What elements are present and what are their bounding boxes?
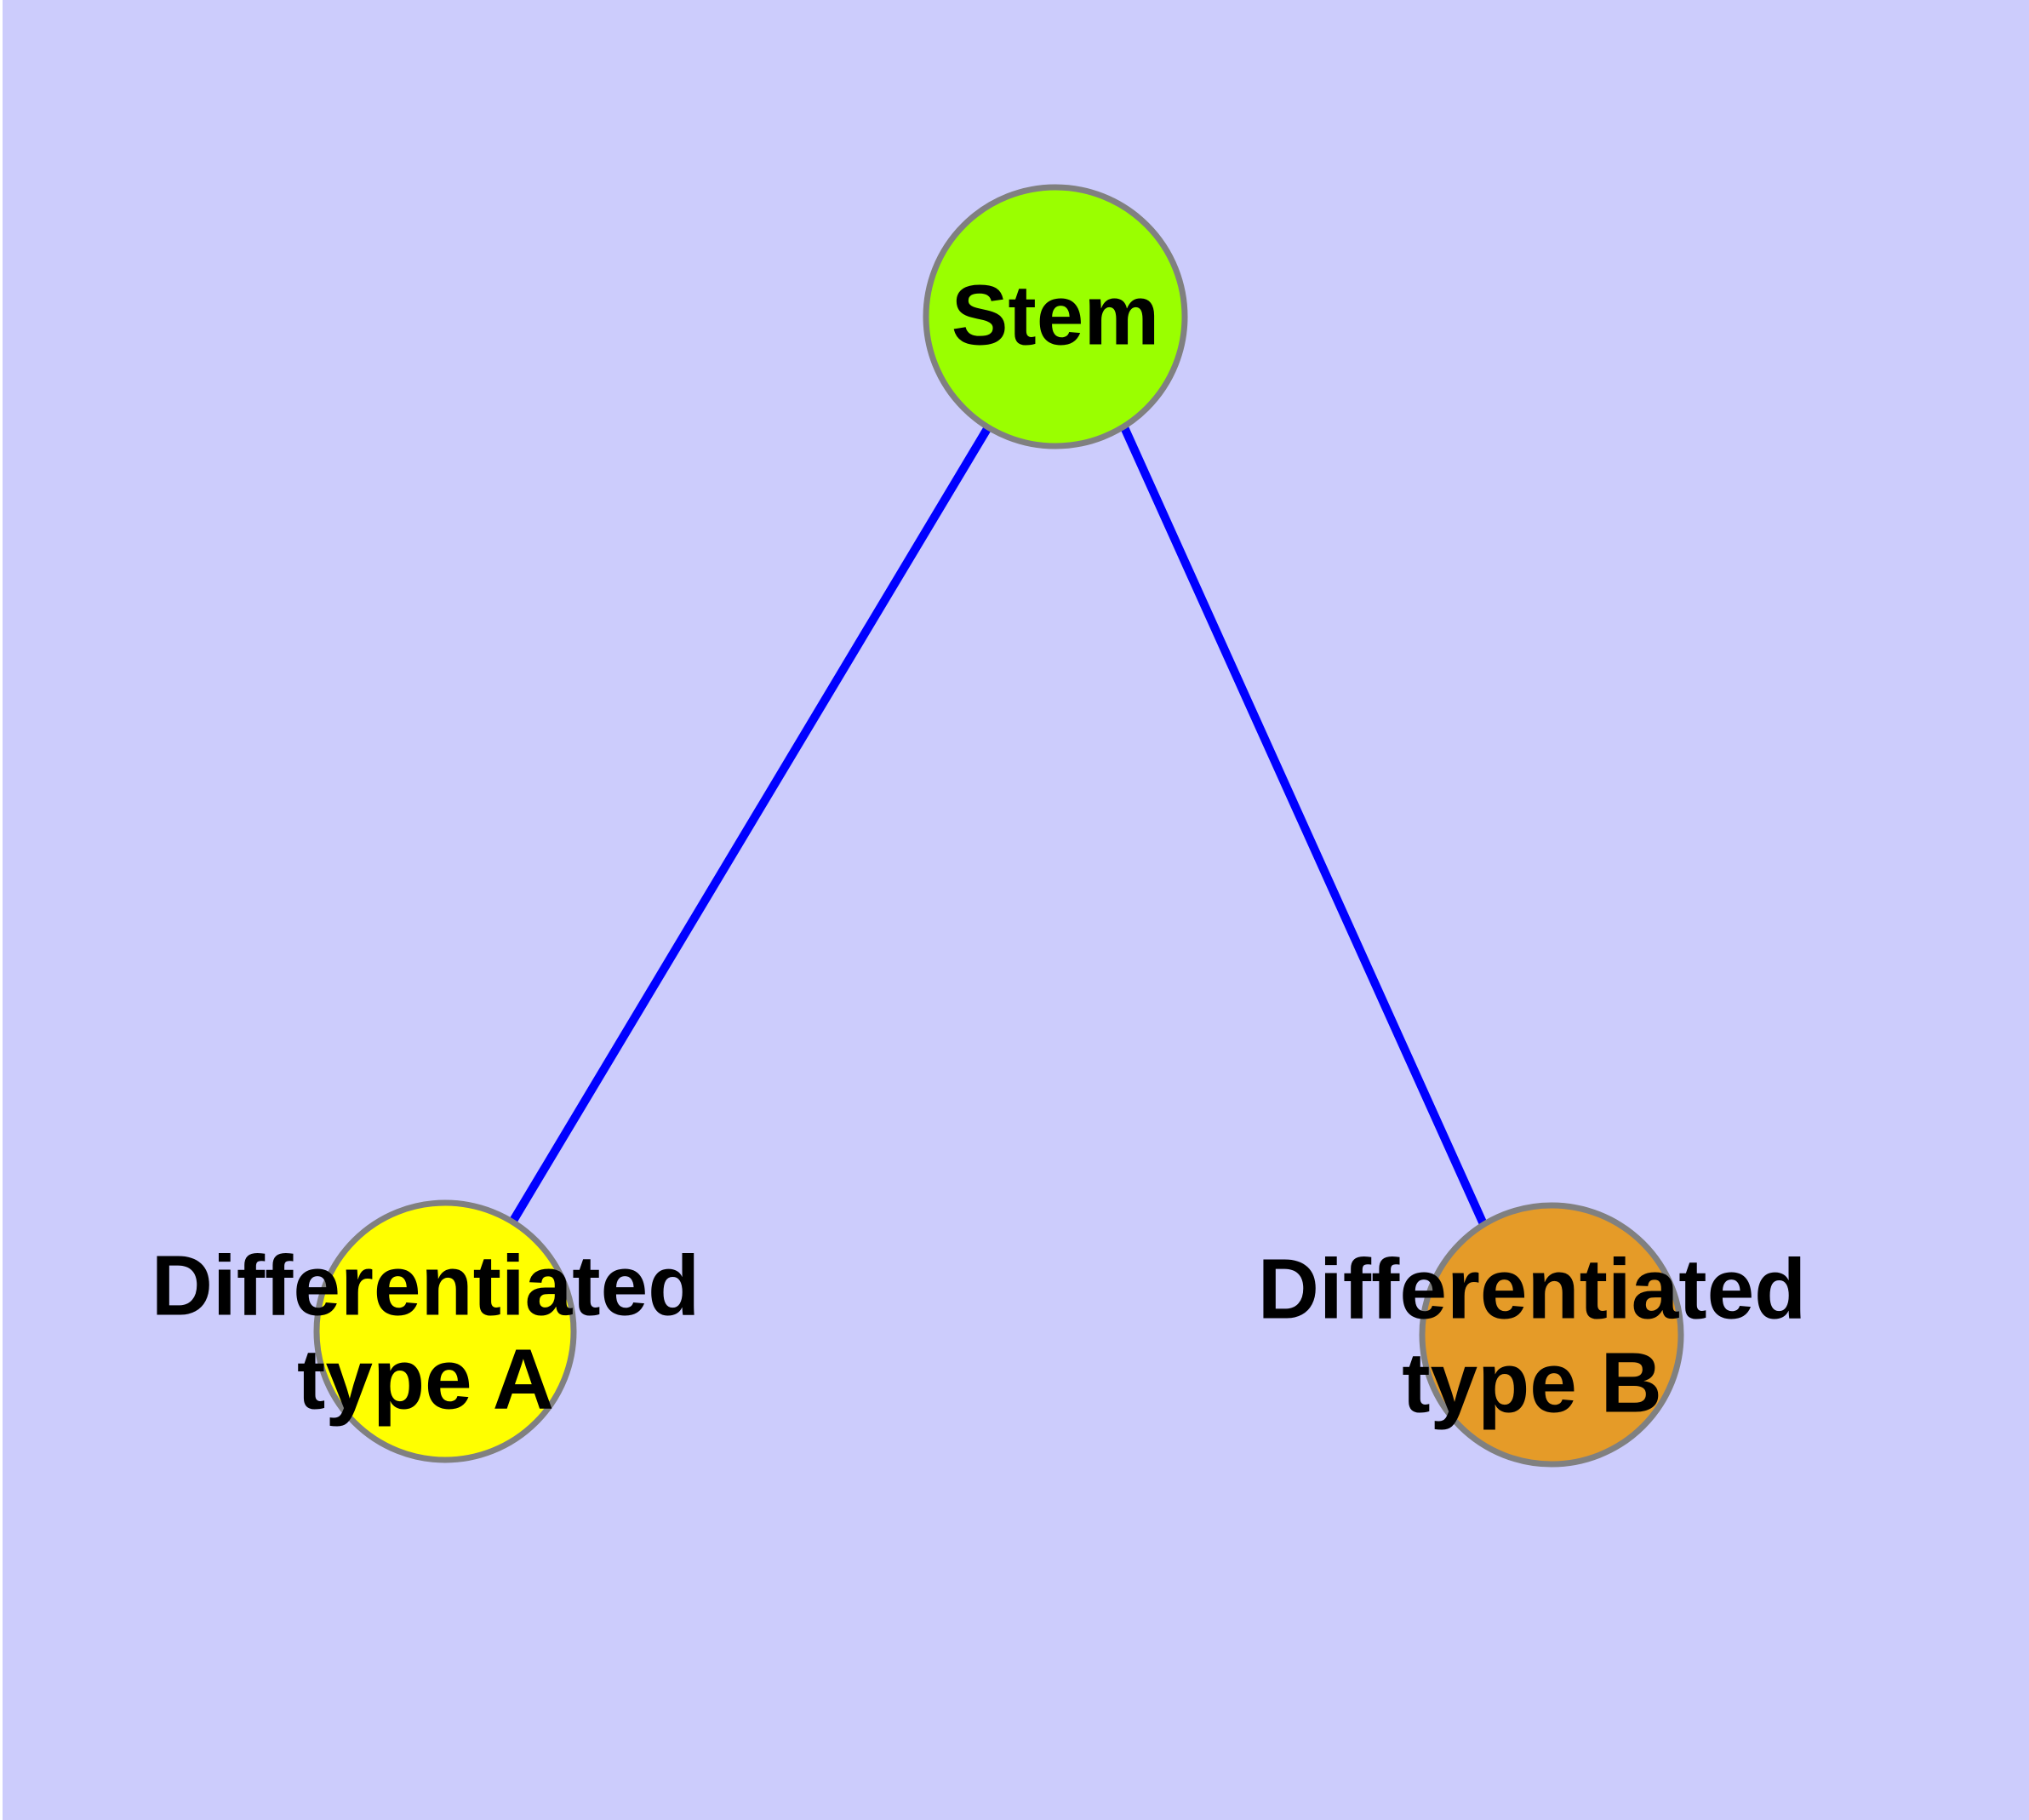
node-stem[interactable]: Stem: [923, 184, 1188, 449]
node-differentiated-type-a-label-line1: Differentiated: [151, 1238, 700, 1333]
node-differentiated-type-a-label-line2: type A: [297, 1331, 554, 1427]
edge-layer: [509, 425, 1488, 1227]
node-differentiated-type-b-label-line2: type B: [1402, 1335, 1662, 1430]
node-differentiated-type-b[interactable]: Differentiated type B: [1258, 1202, 1807, 1468]
node-differentiated-type-a-circle[interactable]: [313, 1199, 577, 1463]
node-differentiated-type-a[interactable]: Differentiated type A: [151, 1199, 700, 1463]
cell-differentiation-graph: Stem Differentiated type A Differentiate…: [151, 184, 1807, 1468]
edge-stem-to-differentiated-type-b[interactable]: [1120, 425, 1488, 1227]
node-stem-circle[interactable]: [923, 184, 1188, 449]
node-differentiated-type-b-circle[interactable]: [1419, 1202, 1684, 1468]
edge-stem-to-differentiated-type-a[interactable]: [509, 425, 992, 1223]
node-stem-label: Stem: [952, 267, 1160, 363]
node-differentiated-type-b-label-line1: Differentiated: [1258, 1241, 1807, 1336]
